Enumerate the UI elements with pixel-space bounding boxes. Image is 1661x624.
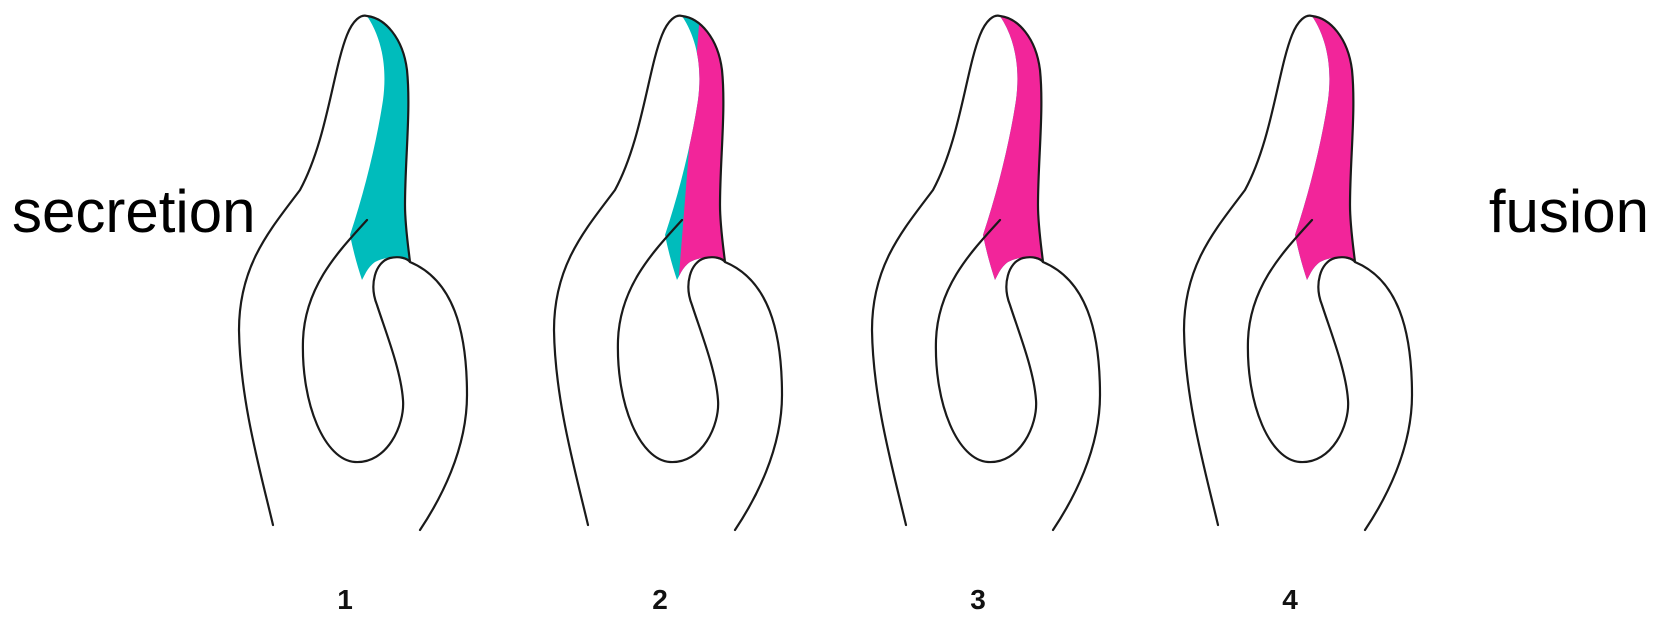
panel-number: 4 — [1160, 586, 1420, 614]
outer-outline — [554, 16, 782, 530]
outer-outline — [872, 16, 1100, 530]
diagram-panel-1: 1 — [215, 0, 475, 624]
diagram-panel-3: 3 — [848, 0, 1108, 624]
panel-number: 2 — [530, 586, 790, 614]
outer-outline — [1184, 16, 1412, 530]
diagram-panel-2: 2 — [530, 0, 790, 624]
palate-shelf-drawing — [848, 0, 1108, 560]
palate-shelf-drawing — [215, 0, 475, 560]
outer-outline — [239, 16, 467, 530]
diagram-panel-4: 4 — [1160, 0, 1420, 624]
fusion-label: fusion — [1489, 182, 1649, 242]
palate-shelf-drawing — [530, 0, 790, 560]
panel-number: 3 — [848, 586, 1108, 614]
secretion-fill — [315, 0, 435, 300]
seam-region — [315, 0, 435, 300]
palate-shelf-drawing — [1160, 0, 1420, 560]
panel-number: 1 — [215, 586, 475, 614]
fusion-fill — [1272, 0, 1400, 300]
